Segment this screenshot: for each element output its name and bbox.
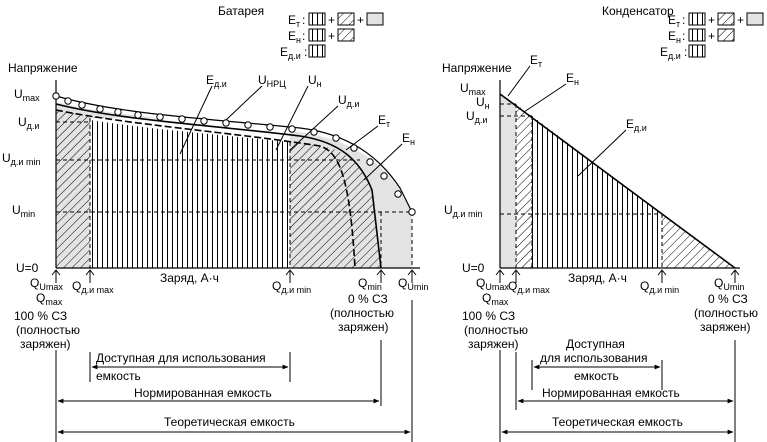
battery-legend-en: Eн [288, 29, 301, 45]
battery-zero-charge-3: заряжен) [338, 320, 389, 334]
capacitor-legend: Eт : + + Eн : + Eд.и : [660, 12, 764, 61]
capacitor-ytick-udimin: Uд.и min [444, 203, 482, 219]
battery-xmark-qmin: Qmin [358, 276, 382, 292]
battery-chart: Батарея Напряжение Заряд, А·ч Eт : + + E… [2, 4, 428, 442]
battery-zero-charge-2: (полностью [330, 306, 394, 320]
capacitor-ytick-udi: Uд.и [466, 109, 487, 125]
svg-text:+: + [737, 13, 744, 27]
svg-text::: : [684, 45, 687, 59]
svg-text::: : [302, 29, 305, 43]
capacitor-chart: Конденсатор Напряжение Заряд, А·ч Eт : +… [442, 4, 764, 442]
battery-ytick-zero: U=0 [16, 261, 39, 275]
svg-text::: : [302, 13, 305, 27]
battery-full-charge-2: (полностью [16, 323, 80, 337]
battery-label-unrc: UНРЦ [258, 73, 286, 89]
capacitor-label-edi: Eд.и [626, 117, 647, 133]
capacitor-label-et: Eт [530, 53, 542, 69]
battery-ytick-umax: Umax [14, 87, 40, 103]
capacitor-zero-charge-1: 0 % СЗ [708, 292, 748, 306]
battery-span-theoretical: Теоретическая емкость [164, 415, 295, 429]
capacitor-area-theoretical [500, 94, 516, 268]
svg-text:Eт: Eт [668, 13, 680, 29]
battery-label-et: Eт [378, 113, 390, 129]
battery-y-axis-label: Напряжение [8, 61, 78, 75]
capacitor-span-theoretical: Теоретическая емкость [552, 415, 683, 429]
battery-zero-charge-1: 0 % СЗ [348, 292, 388, 306]
capacitor-xmark-qumax: QUmax [476, 276, 509, 292]
battery-curve-un [55, 103, 382, 269]
battery-ytick-udi: Uд.и [18, 115, 39, 131]
capacitor-ytick-umax: Umax [460, 81, 486, 97]
battery-label-edi: Eд.и [206, 73, 227, 89]
battery-span-rated: Нормированная емкость [134, 386, 272, 400]
capacitor-span-rated: Нормированная емкость [542, 386, 680, 400]
battery-full-charge-1: 100 % СЗ [14, 309, 67, 323]
svg-text:Eн: Eн [668, 29, 681, 45]
battery-xmark-qumax: QUmax [30, 276, 63, 292]
battery-label-en: Eн [402, 131, 415, 147]
battery-xmark-qdimin: Qд.и min [272, 279, 311, 295]
capacitor-zero-charge-3: заряжен) [700, 320, 751, 334]
svg-text:+: + [357, 13, 364, 27]
svg-text:+: + [328, 13, 335, 27]
svg-text::: : [304, 45, 307, 59]
capacitor-xmark-qdimax: Qд.и max [508, 279, 550, 295]
battery-ytick-umin: Umin [12, 203, 35, 219]
battery-x-axis-label: Заряд, А·ч [160, 271, 219, 285]
capacitor-x-arrows [495, 269, 740, 283]
capacitor-span-available-3: емкость [574, 369, 619, 383]
svg-text:+: + [328, 29, 335, 43]
battery-x-arrows [51, 269, 417, 283]
battery-legend-edi: Eд.и [280, 45, 301, 61]
svg-text:Eд.и: Eд.и [660, 45, 681, 61]
capacitor-label-en: Eн [566, 71, 579, 87]
battery-full-charge-3: заряжен) [20, 337, 71, 351]
battery-area-available-lines [90, 120, 290, 268]
capacitor-qmax: Qmax [482, 291, 509, 307]
capacitor-x-axis-label: Заряд, А·ч [568, 271, 627, 285]
battery-qmax: Qmax [36, 291, 63, 307]
capacitor-full-charge-1: 100 % СЗ [462, 309, 515, 323]
capacitor-ytick-zero: U=0 [462, 261, 485, 275]
battery-leaders [179, 85, 403, 181]
svg-text:+: + [708, 29, 715, 43]
battery-ocv-markers [52, 92, 416, 216]
capacitor-title: Конденсатор [602, 4, 674, 18]
capacitor-span-available-2: для использования [540, 351, 647, 365]
capacitor-xmark-qdimin: Qд.и min [640, 279, 679, 295]
battery-legend-et: Eт [288, 13, 300, 29]
capacitor-full-charge-2: (полностью [464, 323, 528, 337]
capacitor-full-charge-3: заряжен) [468, 337, 519, 351]
battery-label-un: Uн [308, 73, 322, 89]
capacitor-zero-charge-2: (полностью [694, 306, 758, 320]
capacitor-leaders [507, 65, 627, 177]
svg-text::: : [682, 29, 685, 43]
capacitor-span-available-1: Доступная [566, 337, 625, 351]
capacitor-ytick-un: Uн [476, 95, 490, 111]
capacitor-y-axis-label: Напряжение [442, 61, 512, 75]
battery-span-available-1: Доступная для использования [96, 351, 266, 365]
capacitor-area-available-lines [532, 116, 662, 268]
battery-ytick-udimin: Uд.и min [2, 151, 40, 167]
battery-xmark-qdimax: Qд.и max [72, 279, 114, 295]
battery-legend: Eт : + + Eн : + Eд.и : [280, 12, 384, 61]
capacitor-curve [499, 93, 736, 269]
svg-text::: : [682, 13, 685, 27]
battery-label-udi: Uд.и [338, 93, 359, 109]
battery-xmark-qumin: QUmin [398, 276, 428, 292]
svg-text:+: + [708, 13, 715, 27]
capacitor-xmark-qumin: QUmin [714, 276, 744, 292]
battery-span-available-2: емкость [96, 369, 141, 383]
battery-curve-udi [55, 109, 356, 269]
battery-title: Батарея [218, 4, 264, 18]
